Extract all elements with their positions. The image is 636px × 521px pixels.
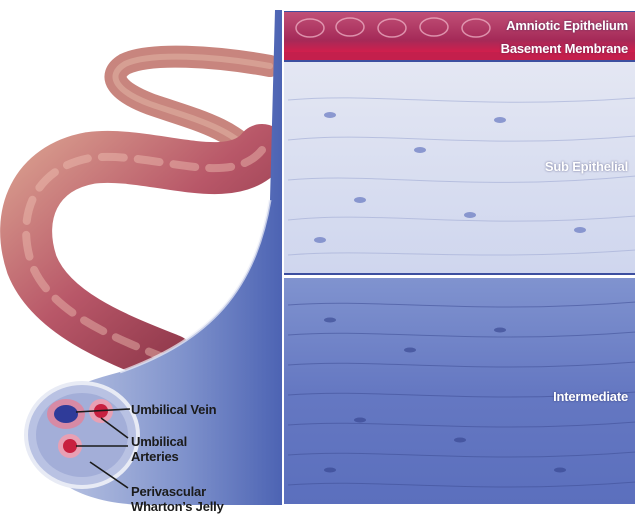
label-umbilical-arteries-line2: Arteries bbox=[131, 449, 179, 464]
label-perivascular-line1: Perivascular bbox=[131, 484, 206, 499]
cord-cross-section bbox=[26, 383, 138, 487]
umbilical-vein bbox=[47, 399, 85, 429]
label-basement-membrane: Basement Membrane bbox=[501, 41, 628, 56]
label-umbilical-arteries-line1: Umbilical bbox=[131, 434, 187, 449]
label-amniotic-epithelium: Amniotic Epithelium bbox=[506, 18, 628, 33]
label-umbilical-vein: Umbilical Vein bbox=[131, 402, 216, 417]
label-intermediate: Intermediate bbox=[553, 389, 628, 404]
label-sub-epithelial: Sub Epithelial bbox=[545, 159, 628, 174]
label-perivascular-line2: Wharton’s Jelly bbox=[131, 499, 224, 514]
